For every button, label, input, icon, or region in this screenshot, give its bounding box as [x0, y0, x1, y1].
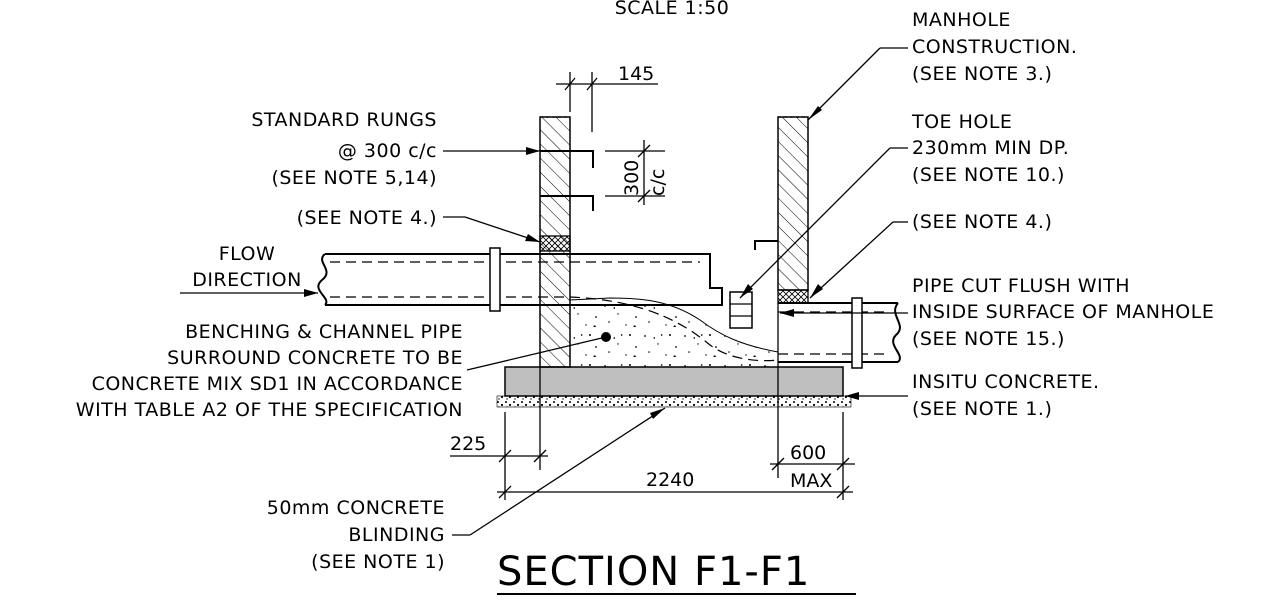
- svg-text:TOE HOLE: TOE HOLE: [911, 111, 1012, 133]
- svg-text:230mm MIN DP.: 230mm MIN DP.: [912, 137, 1069, 159]
- toe-hole: [729, 291, 753, 329]
- label-pipe-cut-flush: PIPE CUT FLUSH WITH INSIDE SURFACE OF MA…: [912, 275, 1214, 350]
- svg-text:FLOW: FLOW: [219, 243, 276, 265]
- dim-footing-overhang: 225: [450, 367, 548, 500]
- svg-text:50mm CONCRETE: 50mm CONCRETE: [267, 497, 445, 519]
- svg-text:(SEE NOTE 3.): (SEE NOTE 3.): [912, 63, 1052, 85]
- dim-max-overhang: 600 MAX: [770, 367, 855, 500]
- svg-text:(SEE NOTE 5,14): (SEE NOTE 5,14): [271, 167, 437, 189]
- dim-rung-spacing: 300 c/c: [605, 140, 669, 205]
- ladder-rungs: [540, 150, 778, 250]
- svg-text:(SEE NOTE 15.): (SEE NOTE 15.): [912, 328, 1065, 350]
- svg-text:(SEE NOTE 1.): (SEE NOTE 1.): [912, 398, 1052, 420]
- leader-lines: [180, 47, 908, 536]
- scale-label: SCALE 1:50: [615, 0, 730, 19]
- blinding-layer: [496, 395, 852, 408]
- label-benching: BENCHING & CHANNEL PIPE SURROUND CONCRET…: [76, 321, 463, 421]
- svg-text:(SEE NOTE 10.): (SEE NOTE 10.): [912, 164, 1065, 186]
- inlet-pipe: [325, 253, 723, 306]
- svg-text:SURROUND CONCRETE TO BE: SURROUND CONCRETE TO BE: [167, 347, 463, 369]
- svg-text:BLINDING: BLINDING: [348, 524, 445, 546]
- right-wall-joint: [777, 289, 809, 304]
- label-manhole-construction: MANHOLE CONSTRUCTION. (SEE NOTE 3.): [912, 9, 1077, 85]
- svg-text:MAX: MAX: [790, 470, 832, 492]
- svg-text:CONSTRUCTION.: CONSTRUCTION.: [912, 36, 1077, 58]
- base-slab: [504, 366, 844, 397]
- outlet-pipe: [778, 302, 898, 363]
- svg-text:MANHOLE: MANHOLE: [912, 9, 1011, 31]
- svg-text:WITH TABLE A2 OF THE SPECIFICA: WITH TABLE A2 OF THE SPECIFICATION: [76, 399, 463, 421]
- svg-text:225: 225: [450, 433, 486, 455]
- svg-text:PIPE CUT FLUSH WITH: PIPE CUT FLUSH WITH: [912, 275, 1130, 297]
- label-flow-direction: FLOW DIRECTION: [192, 243, 302, 291]
- right-manhole-wall: [777, 116, 809, 291]
- dim-overall-width: 2240: [497, 469, 853, 499]
- svg-text:c/c: c/c: [647, 169, 669, 196]
- label-blinding: 50mm CONCRETE BLINDING (SEE NOTE 1): [267, 497, 445, 573]
- svg-text:600: 600: [790, 442, 826, 464]
- label-toe-hole: TOE HOLE 230mm MIN DP. (SEE NOTE 10.): [911, 111, 1069, 186]
- label-insitu-concrete: INSITU CONCRETE. (SEE NOTE 1.): [912, 371, 1100, 420]
- svg-text:300: 300: [621, 160, 643, 196]
- svg-text:145: 145: [618, 63, 654, 85]
- label-note4-right: (SEE NOTE 4.): [912, 211, 1052, 233]
- svg-text:INSITU CONCRETE.: INSITU CONCRETE.: [912, 371, 1100, 393]
- benching-concrete: [569, 297, 779, 368]
- section-title: SECTION F1-F1: [497, 549, 810, 595]
- svg-text:DIRECTION: DIRECTION: [192, 269, 302, 291]
- svg-text:CONCRETE MIX SD1 IN ACCORDANCE: CONCRETE MIX SD1 IN ACCORDANCE: [92, 373, 463, 395]
- label-note4-left: (SEE NOTE 4.): [297, 207, 437, 229]
- outlet-pipe-collar: [851, 297, 863, 369]
- svg-text:BENCHING & CHANNEL PIPE: BENCHING & CHANNEL PIPE: [185, 321, 463, 343]
- svg-text:2240: 2240: [646, 469, 694, 491]
- svg-text:(SEE NOTE 1): (SEE NOTE 1): [311, 551, 445, 573]
- label-standard-rungs: STANDARD RUNGS @ 300 c/c (SEE NOTE 5,14): [251, 109, 437, 189]
- svg-text:INSIDE SURFACE OF MANHOLE: INSIDE SURFACE OF MANHOLE: [912, 301, 1214, 323]
- dim-wall-thickness: 145: [556, 63, 658, 132]
- svg-text:STANDARD RUNGS: STANDARD RUNGS: [251, 109, 437, 131]
- inlet-pipe-collar: [489, 247, 501, 312]
- left-wall-joint: [539, 235, 571, 252]
- svg-text:@ 300 c/c: @ 300 c/c: [338, 140, 437, 162]
